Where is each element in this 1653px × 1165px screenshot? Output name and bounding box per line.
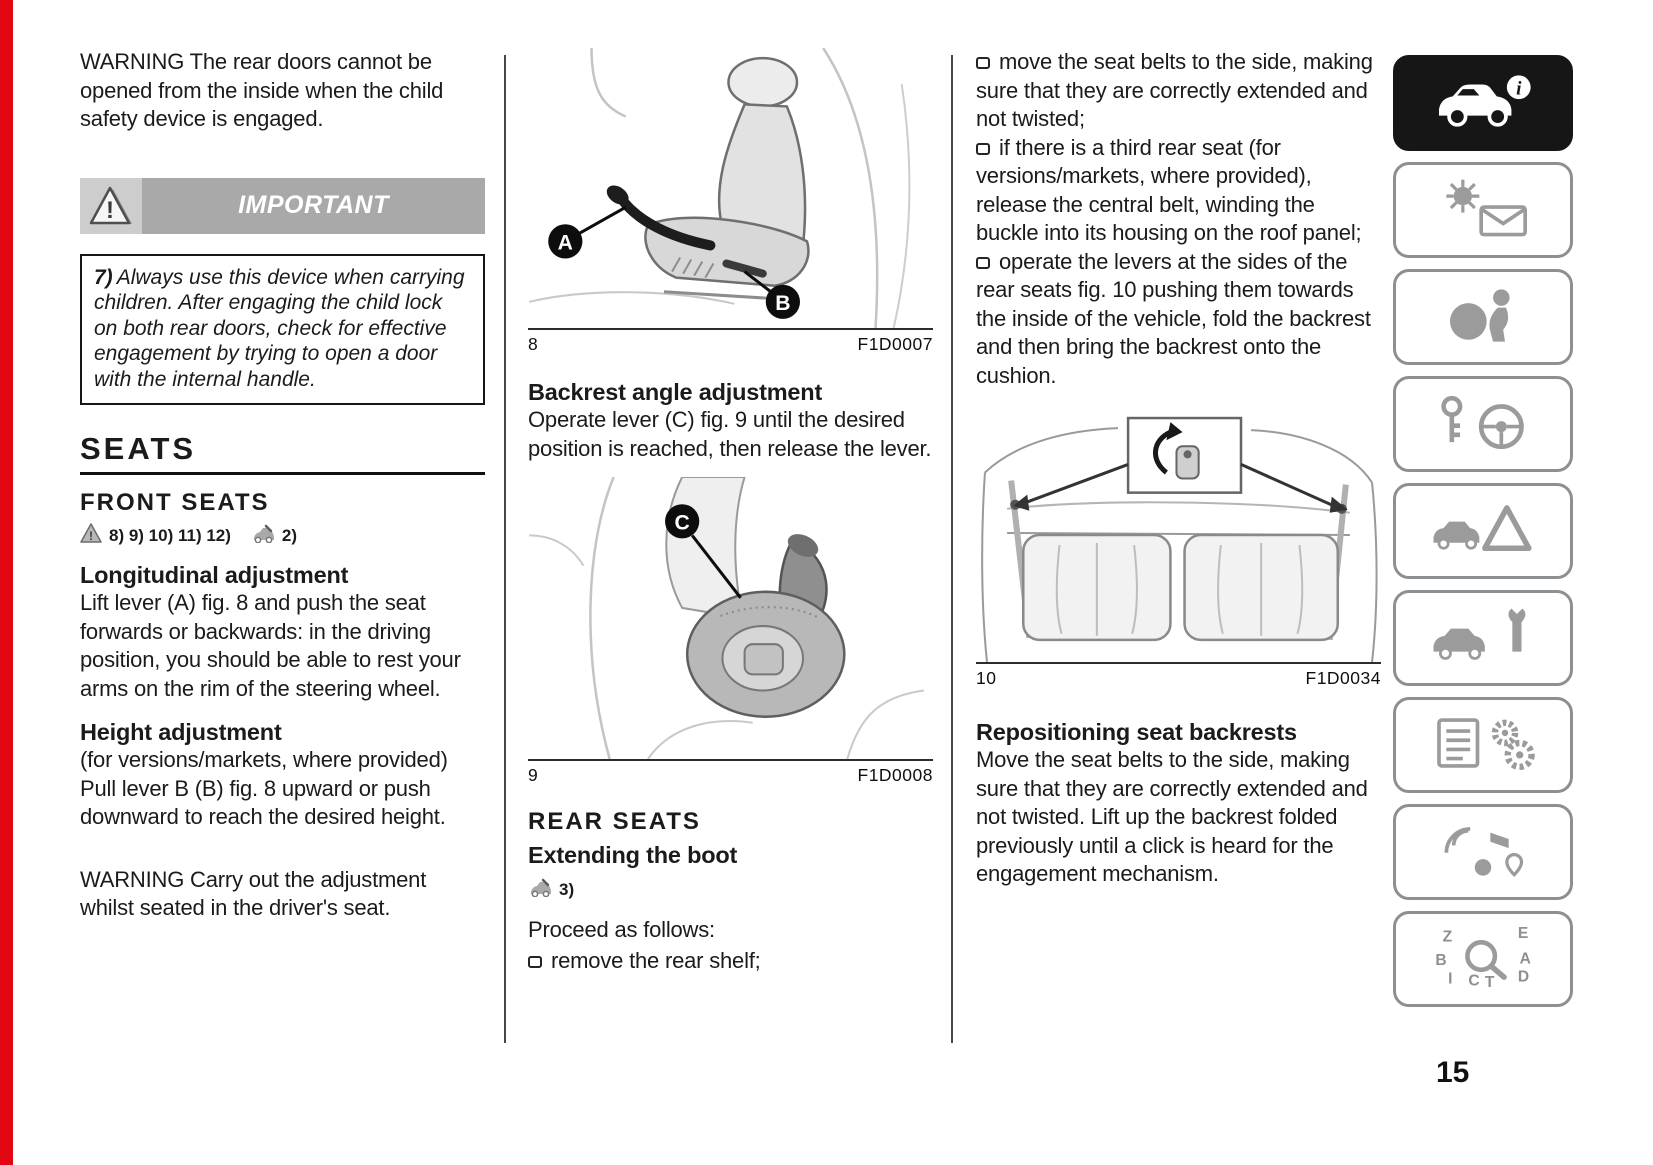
- list-item-text: if there is a third rear seat (for versi…: [976, 134, 1362, 246]
- list-item: move the seat belts to the side, making …: [976, 48, 1381, 134]
- section-tab-bar: i: [1393, 55, 1573, 1007]
- figure-number: 10: [976, 668, 997, 688]
- list-gear-icon: [1428, 710, 1538, 781]
- section-tab-technical-data[interactable]: [1393, 697, 1573, 793]
- section-tab-multimedia[interactable]: [1393, 804, 1573, 900]
- warning-paragraph-bottom: WARNING Carry out the adjustment whilst …: [80, 866, 427, 921]
- list-item: remove the rear shelf;: [528, 947, 933, 976]
- callout-b-label: B: [775, 292, 790, 315]
- vehicle-protection-icon: [528, 877, 552, 902]
- section-tab-safety[interactable]: [1393, 269, 1573, 365]
- page-edge-accent: [0, 0, 13, 1165]
- column-left: WARNING The rear doors cannot be opened …: [80, 48, 485, 923]
- repositioning-text: Move the seat belts to the side, making …: [976, 747, 1368, 886]
- index-letter: Z: [1443, 928, 1453, 945]
- figure-8-caption: 8 F1D0007: [528, 328, 933, 355]
- height-provided: (for versions/markets, where provided): [80, 747, 448, 772]
- list-item-text: operate the levers at the sides of the r…: [976, 248, 1371, 388]
- section-tab-emergency[interactable]: [1393, 483, 1573, 579]
- index-letter: E: [1518, 924, 1528, 941]
- seats-heading: SEATS: [80, 431, 485, 475]
- section-tab-dashboard[interactable]: [1393, 162, 1573, 258]
- column-middle: A B 8 F1D0007 Backrest angle adjustment …: [528, 48, 933, 975]
- warning-paragraph-top: WARNING The rear doors cannot be opened …: [80, 49, 444, 131]
- index-letter: I: [1448, 970, 1452, 987]
- warning-ref-numbers: 8) 9) 10) 11) 12): [109, 525, 231, 545]
- bullet-square-icon: [976, 142, 990, 155]
- section-tab-vehicle[interactable]: i: [1393, 55, 1573, 151]
- index-letter: A: [1520, 950, 1531, 967]
- note-text: Always use this device when carrying chi…: [94, 265, 465, 391]
- index-letter: D: [1518, 968, 1529, 985]
- index-letter: T: [1485, 974, 1495, 990]
- car-info-icon: i: [1428, 68, 1538, 139]
- extending-boot-heading: Extending the boot: [528, 842, 738, 868]
- figure-number: 9: [528, 765, 539, 785]
- figure-8-seat-adjustment: A B 8 F1D0007: [528, 48, 933, 355]
- important-banner: ! IMPORTANT: [80, 177, 485, 234]
- list-item: if there is a third rear seat (for versi…: [976, 134, 1381, 248]
- index-letter: C: [1468, 972, 1479, 989]
- longitudinal-heading: Longitudinal adjustment: [80, 562, 349, 588]
- figure-code: F1D0008: [857, 765, 933, 785]
- column-divider: [504, 55, 506, 1043]
- index-letter: B: [1435, 952, 1446, 969]
- vehicle-protection-icon: [251, 523, 275, 548]
- svg-text:!: !: [106, 197, 114, 224]
- note-7-box: 7)Always use this device when carrying c…: [80, 253, 485, 405]
- front-seats-heading: FRONT SEATS: [80, 489, 270, 516]
- figure-10-caption: 10 F1D0034: [976, 662, 1381, 689]
- bullet-square-icon: [976, 256, 990, 269]
- section-tab-servicing[interactable]: [1393, 590, 1573, 686]
- list-item-text: remove the rear shelf;: [551, 947, 761, 973]
- repositioning-heading: Repositioning seat backrests: [976, 719, 1297, 745]
- reference-icons-row: ! 8) 9) 10) 11) 12) 2): [80, 523, 485, 548]
- list-item: operate the levers at the sides of the r…: [976, 248, 1381, 391]
- note-number: 7): [94, 265, 113, 289]
- backrest-text: Operate lever (C) fig. 9 until the desir…: [528, 407, 932, 461]
- rear-seats-heading: REAR SEATS: [528, 808, 701, 835]
- sun-envelope-icon: [1428, 175, 1538, 246]
- key-steering-icon: [1428, 389, 1538, 460]
- figure-code: F1D0034: [1305, 668, 1381, 688]
- column-divider: [951, 55, 953, 1043]
- longitudinal-text: Lift lever (A) fig. 8 and push the seat …: [80, 590, 461, 701]
- callout-a-label: A: [558, 231, 573, 254]
- bullet-square-icon: [976, 57, 990, 69]
- important-label: IMPORTANT: [238, 191, 389, 219]
- index-search-icon: Z E B A I C T D: [1428, 924, 1538, 995]
- list-item-text: move the seat belts to the side, making …: [976, 49, 1373, 131]
- proceed-text: Proceed as follows:: [528, 917, 715, 942]
- height-text: (for versions/markets, where provided) Pu…: [80, 746, 485, 832]
- figure-9-backrest-lever: C 9 F1D0008: [528, 477, 933, 786]
- multimedia-icon: [1428, 817, 1538, 888]
- vehicle-ref-numbers: 3): [559, 879, 575, 899]
- figure-10-rear-seats: 10 F1D0034: [976, 412, 1381, 689]
- warning-car-icon: [1428, 496, 1538, 567]
- warning-triangle-icon: !: [80, 177, 142, 234]
- airbag-icon: [1428, 282, 1538, 353]
- figure-9-caption: 9 F1D0008: [528, 759, 933, 786]
- warning-triangle-small-icon: !: [80, 523, 102, 548]
- svg-text:i: i: [1516, 78, 1522, 99]
- page-number: 15: [1436, 1056, 1470, 1089]
- figure-code: F1D0007: [857, 334, 933, 354]
- section-tab-driving[interactable]: [1393, 376, 1573, 472]
- car-wrench-icon: [1428, 603, 1538, 674]
- figure-number: 8: [528, 334, 539, 354]
- height-body: Pull lever B (B) fig. 8 upward or push d…: [80, 775, 446, 830]
- section-tab-index[interactable]: Z E B A I C T D: [1393, 911, 1573, 1007]
- svg-text:!: !: [89, 529, 93, 543]
- column-right: move the seat belts to the side, making …: [976, 48, 1381, 889]
- reference-icons-row: 3): [528, 877, 933, 902]
- backrest-heading: Backrest angle adjustment: [528, 379, 823, 405]
- callout-c-label: C: [675, 511, 690, 534]
- bullet-square-icon: [528, 955, 542, 968]
- vehicle-ref-numbers: 2): [281, 525, 298, 545]
- height-heading: Height adjustment: [80, 719, 282, 745]
